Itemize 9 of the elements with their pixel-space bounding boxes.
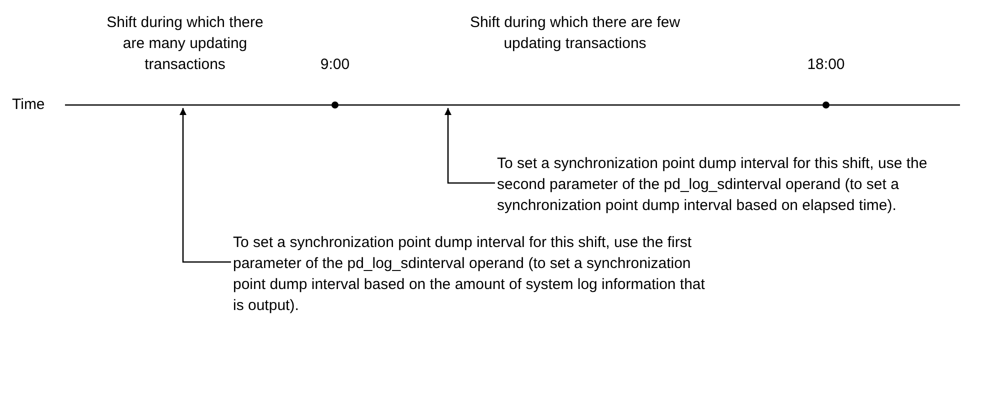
leader-arrow [180, 108, 231, 263]
time-label: 9:00 [319, 55, 351, 75]
shift-label: Shift during which there are few updating transactions [468, 13, 682, 54]
shift-label: Shift during which there are many updating transactions [106, 13, 264, 75]
annotation-text: To set a synchronization point dump interval for this shift, use the second parameter of the pd_log_sdinterval operand (to set a synchronization point dump interval based on elapsed time). [497, 153, 967, 216]
time-label: 18:00 [806, 55, 846, 75]
annotation-text: To set a synchronization point dump interval for this shift, use the first parameter of the pd_log_sdinterval operand (to set a synchronization point dump interval based on the amount of system log information that is output). [233, 232, 713, 316]
leader-arrow [444, 108, 495, 184]
axis-title: Time [12, 95, 46, 115]
